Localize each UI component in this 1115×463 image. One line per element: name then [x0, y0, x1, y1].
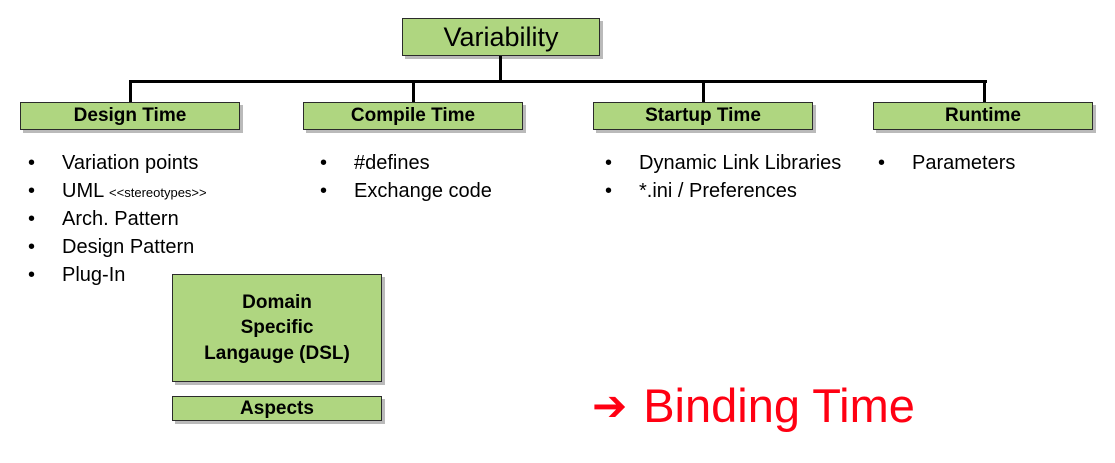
bullet-icon: •	[28, 264, 36, 286]
list-item-text: *.ini / Preferences	[639, 180, 797, 202]
list-item-text: UML <<stereotypes>>	[62, 178, 303, 204]
list-item: • Parameters	[878, 150, 1103, 176]
list-item-text: Arch. Pattern	[62, 208, 179, 230]
connector-horizontal-bus	[130, 80, 987, 83]
binding-time-label: Binding Time	[643, 379, 915, 432]
dsl-line-3: Langauge (DSL)	[204, 342, 350, 364]
bullet-icon: •	[28, 208, 36, 230]
node-startup-time: Startup Time	[593, 102, 813, 130]
node-compile-time-label: Compile Time	[350, 105, 476, 126]
list-item-text: Variation points	[62, 152, 199, 174]
list-item-text: #defines	[354, 152, 430, 174]
node-compile-time: Compile Time	[303, 102, 523, 130]
bullet-icon: •	[320, 152, 328, 174]
node-runtime: Runtime	[873, 102, 1093, 130]
list-item: • Arch. Pattern	[28, 206, 303, 232]
bullet-icon: •	[878, 152, 886, 174]
list-item-text: Design Pattern	[62, 236, 195, 258]
node-startup-time-label: Startup Time	[645, 105, 761, 126]
bullet-icon: •	[28, 152, 36, 174]
list-item: • Plug-In	[28, 262, 303, 288]
bullet-icon: •	[605, 180, 613, 202]
list-item: • UML <<stereotypes>>	[28, 178, 303, 204]
list-item: • Dynamic Link Libraries	[605, 150, 870, 176]
list-item: • Design Pattern	[28, 234, 303, 260]
list-item-stereotype: <<stereotypes>>	[109, 185, 207, 200]
node-variability-label: Variability	[443, 21, 559, 52]
list-item-text: Dynamic Link Libraries	[639, 152, 842, 174]
dsl-line-2: Specific	[240, 317, 314, 339]
connector-drop-startup-time	[702, 80, 705, 103]
node-aspects: Aspects	[172, 396, 382, 421]
binding-time-callout: ➔ Binding Time	[592, 382, 915, 429]
node-design-time-label: Design Time	[73, 105, 187, 126]
list-item-text: Plug-In	[62, 264, 126, 286]
list-item: • #defines	[320, 150, 580, 176]
list-item-text: Parameters	[912, 152, 1016, 174]
bullet-icon: •	[28, 180, 36, 202]
arrow-right-icon: ➔	[592, 380, 628, 430]
connector-drop-runtime	[983, 80, 986, 103]
list-item: • Exchange code	[320, 178, 580, 204]
bullet-list-runtime: • Parameters	[878, 150, 1103, 178]
list-item: • Variation points	[28, 150, 303, 176]
connector-drop-compile-time	[412, 80, 415, 103]
bullet-icon: •	[320, 180, 328, 202]
node-aspects-label: Aspects	[240, 397, 314, 419]
connector-root-stem	[499, 56, 502, 82]
bullet-icon: •	[28, 236, 36, 258]
dsl-line-1: Domain	[242, 291, 312, 313]
node-design-time: Design Time	[20, 102, 240, 130]
list-item: • *.ini / Preferences	[605, 178, 870, 204]
bullet-icon: •	[605, 152, 613, 174]
bullet-list-startup-time: • Dynamic Link Libraries • *.ini / Prefe…	[605, 150, 870, 206]
node-domain-specific-language: Domain Specific Langauge (DSL)	[172, 274, 382, 382]
bullet-list-design-time: • Variation points • UML <<stereotypes>>…	[28, 150, 303, 290]
connector-drop-design-time	[129, 80, 132, 103]
node-variability: Variability	[402, 18, 600, 56]
list-item-text: Exchange code	[354, 180, 492, 202]
node-runtime-label: Runtime	[945, 105, 1021, 126]
list-item-main: UML	[62, 180, 110, 202]
bullet-list-compile-time: • #defines • Exchange code	[320, 150, 580, 206]
